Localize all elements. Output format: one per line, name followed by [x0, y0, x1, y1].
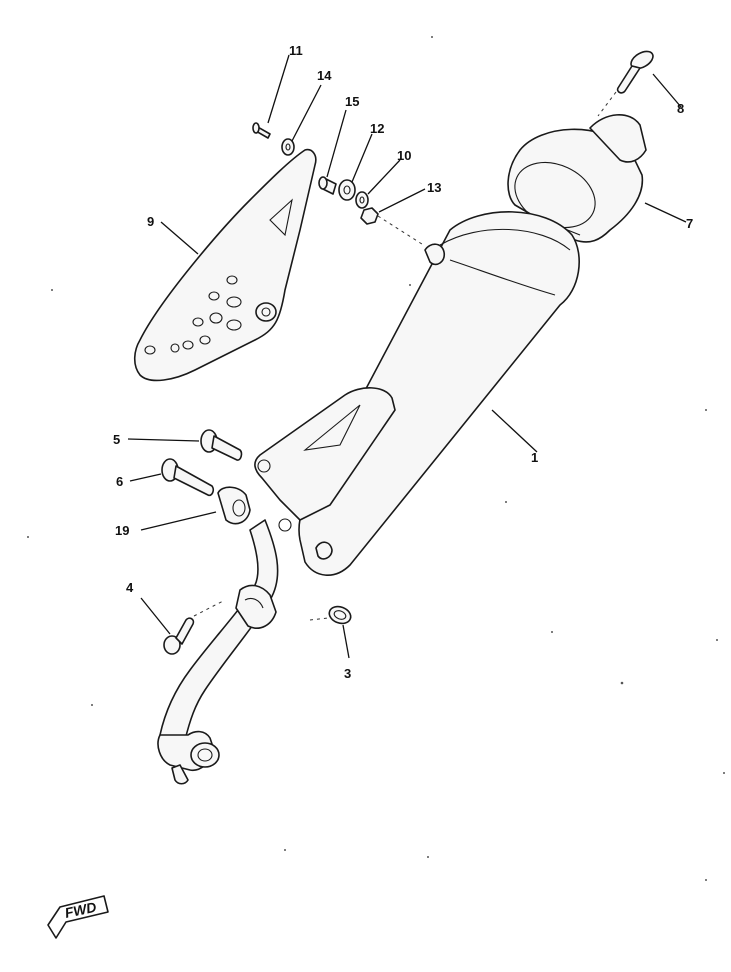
- leader-10: [367, 159, 401, 195]
- callout-19: 19: [115, 523, 129, 538]
- leader-12: [351, 133, 373, 183]
- callout-8: 8: [677, 101, 684, 116]
- leader-19: [140, 511, 217, 531]
- leader-14: [291, 84, 322, 142]
- washer-10: [355, 191, 369, 209]
- protector-screw: [252, 122, 271, 139]
- leader-13: [378, 188, 426, 213]
- end-cap-bolt: [597, 50, 654, 117]
- heat-protector: [133, 148, 317, 382]
- damper-19: [217, 486, 251, 525]
- leader-8: [652, 73, 682, 108]
- fwd-indicator: FWD: [47, 895, 109, 939]
- callout-14: 14: [317, 68, 332, 83]
- callout-4: 4: [126, 580, 134, 595]
- callout-1: 1: [531, 450, 538, 465]
- leader-9: [160, 221, 199, 255]
- scan-specks: [27, 36, 725, 881]
- exhaust-pipe: [157, 519, 279, 785]
- nut-13: [360, 207, 426, 247]
- callout-7: 7: [686, 216, 693, 231]
- callout-11: 11: [289, 43, 303, 58]
- leader-6: [129, 473, 162, 482]
- callout-10: 10: [397, 148, 411, 163]
- leader-3: [342, 624, 350, 659]
- callout-12: 12: [370, 121, 384, 136]
- bolt-6: [161, 458, 215, 497]
- callout-labels: 1 3 4 5 6 7 8 9 10 11 12 13 14 15 19: [113, 43, 693, 681]
- leader-4: [140, 597, 171, 635]
- collar-15: [318, 176, 337, 195]
- bolt-5: [200, 429, 243, 461]
- fwd-label: FWD: [63, 899, 98, 921]
- leader-15: [326, 109, 347, 178]
- leader-7: [644, 202, 687, 223]
- callout-6: 6: [116, 474, 123, 489]
- damper-12: [338, 179, 356, 201]
- fwd-arrow-icon: [47, 895, 109, 939]
- gasket-3: [309, 605, 352, 625]
- muffler-end-cap: [507, 114, 647, 243]
- callout-13: 13: [427, 180, 441, 195]
- muffler-mount-bracket: [254, 387, 396, 532]
- leader-1: [491, 409, 538, 453]
- callout-5: 5: [113, 432, 120, 447]
- bolt-4: [163, 599, 226, 655]
- callout-3: 3: [344, 666, 351, 681]
- muffler-body: [298, 211, 580, 576]
- leader-5: [127, 438, 200, 442]
- leader-lines: [127, 54, 687, 659]
- callout-15: 15: [345, 94, 359, 109]
- callout-9: 9: [147, 214, 154, 229]
- leader-11: [267, 54, 290, 124]
- washer-14: [281, 138, 295, 156]
